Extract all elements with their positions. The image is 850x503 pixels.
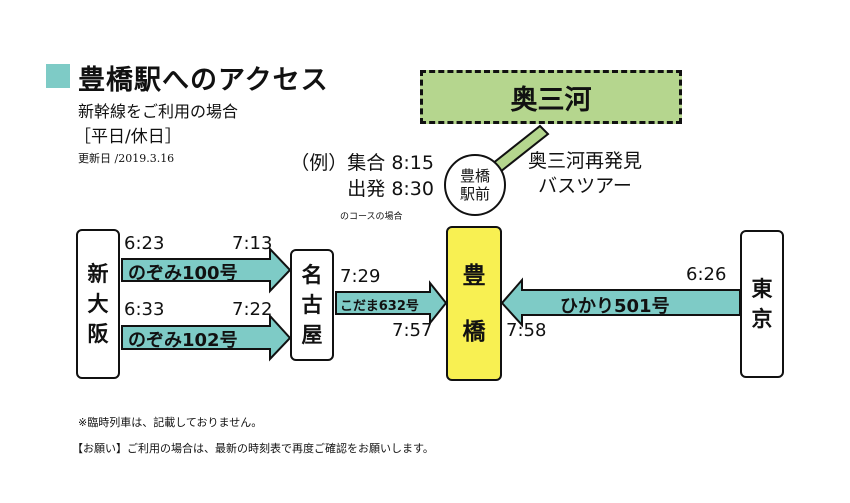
nozomi102-dep-time: 6:33 [124, 299, 165, 320]
example-line2: 出発 8:30 [347, 178, 434, 200]
station-char: 京 [751, 307, 773, 331]
station-char: 東 [751, 277, 773, 301]
station-nagoya: 名 古 屋 [290, 249, 334, 361]
subtitle: 新幹線をご利用の場合 [78, 102, 239, 121]
updated-date: 更新日 /2019.3.16 [78, 152, 175, 165]
title-marker [46, 64, 70, 88]
station-char: 屋 [301, 323, 323, 347]
example-line1: （例）集合 8:15 [290, 152, 434, 174]
destination-box: 奥三河 [420, 70, 682, 124]
tour-line1: 奥三河再発見 [528, 150, 643, 172]
kodama632-dep-time: 7:29 [340, 266, 381, 287]
hikari501-label: ひかり501号 [560, 296, 670, 317]
nozomi102-arr-time: 7:22 [232, 299, 273, 320]
example-note: のコースの場合 [340, 212, 403, 222]
page-title: 豊橋駅へのアクセス [78, 65, 329, 96]
station-char: 新 [87, 262, 109, 286]
nozomi102-label: のぞみ102号 [128, 330, 238, 351]
note-request: 【お願い】ご利用の場合は、最新の時刻表で再度ご確認をお願いします。 [72, 442, 434, 455]
station-char: 阪 [87, 322, 109, 346]
bus-stop-circle: 豊橋 駅前 [444, 154, 506, 216]
day-type: ［平日/休日］ [74, 127, 182, 147]
arrow-hikari501 [500, 277, 741, 328]
nozomi100-arr-time: 7:13 [232, 233, 273, 254]
bus-stop-line1: 豊橋 [459, 167, 490, 185]
station-char: 豊 [462, 262, 486, 289]
station-tokyo: 東 京 [740, 230, 784, 378]
note-temporary-trains: ※臨時列車は、記載しておりません。 [78, 416, 263, 429]
bus-stop-line2: 駅前 [459, 185, 490, 203]
tour-line2: バスツアー [538, 175, 632, 197]
arrow-nozomi100 [121, 246, 292, 294]
arrow-kodama632 [335, 280, 448, 326]
kodama632-arr-time: 7:57 [392, 320, 433, 341]
nozomi100-dep-time: 6:23 [124, 233, 165, 254]
nozomi100-label: のぞみ100号 [128, 263, 238, 284]
station-char: 橋 [462, 318, 486, 345]
station-shin-osaka: 新 大 阪 [76, 229, 120, 379]
destination-label: 奥三河 [510, 84, 592, 116]
arrow-nozomi102 [121, 313, 292, 362]
station-char: 古 [301, 293, 323, 317]
station-toyohashi: 豊 橋 [446, 226, 502, 381]
station-char: 大 [87, 292, 109, 316]
example-times: （例）集合 8:15 出発 8:30 [258, 150, 434, 202]
station-char: 名 [301, 263, 323, 287]
tour-name: 奥三河再発見 バスツアー [528, 149, 642, 199]
kodama632-label: こだま632号 [340, 299, 419, 314]
hikari501-arr-time: 7:58 [506, 320, 547, 341]
hikari501-dep-time: 6:26 [686, 264, 727, 285]
